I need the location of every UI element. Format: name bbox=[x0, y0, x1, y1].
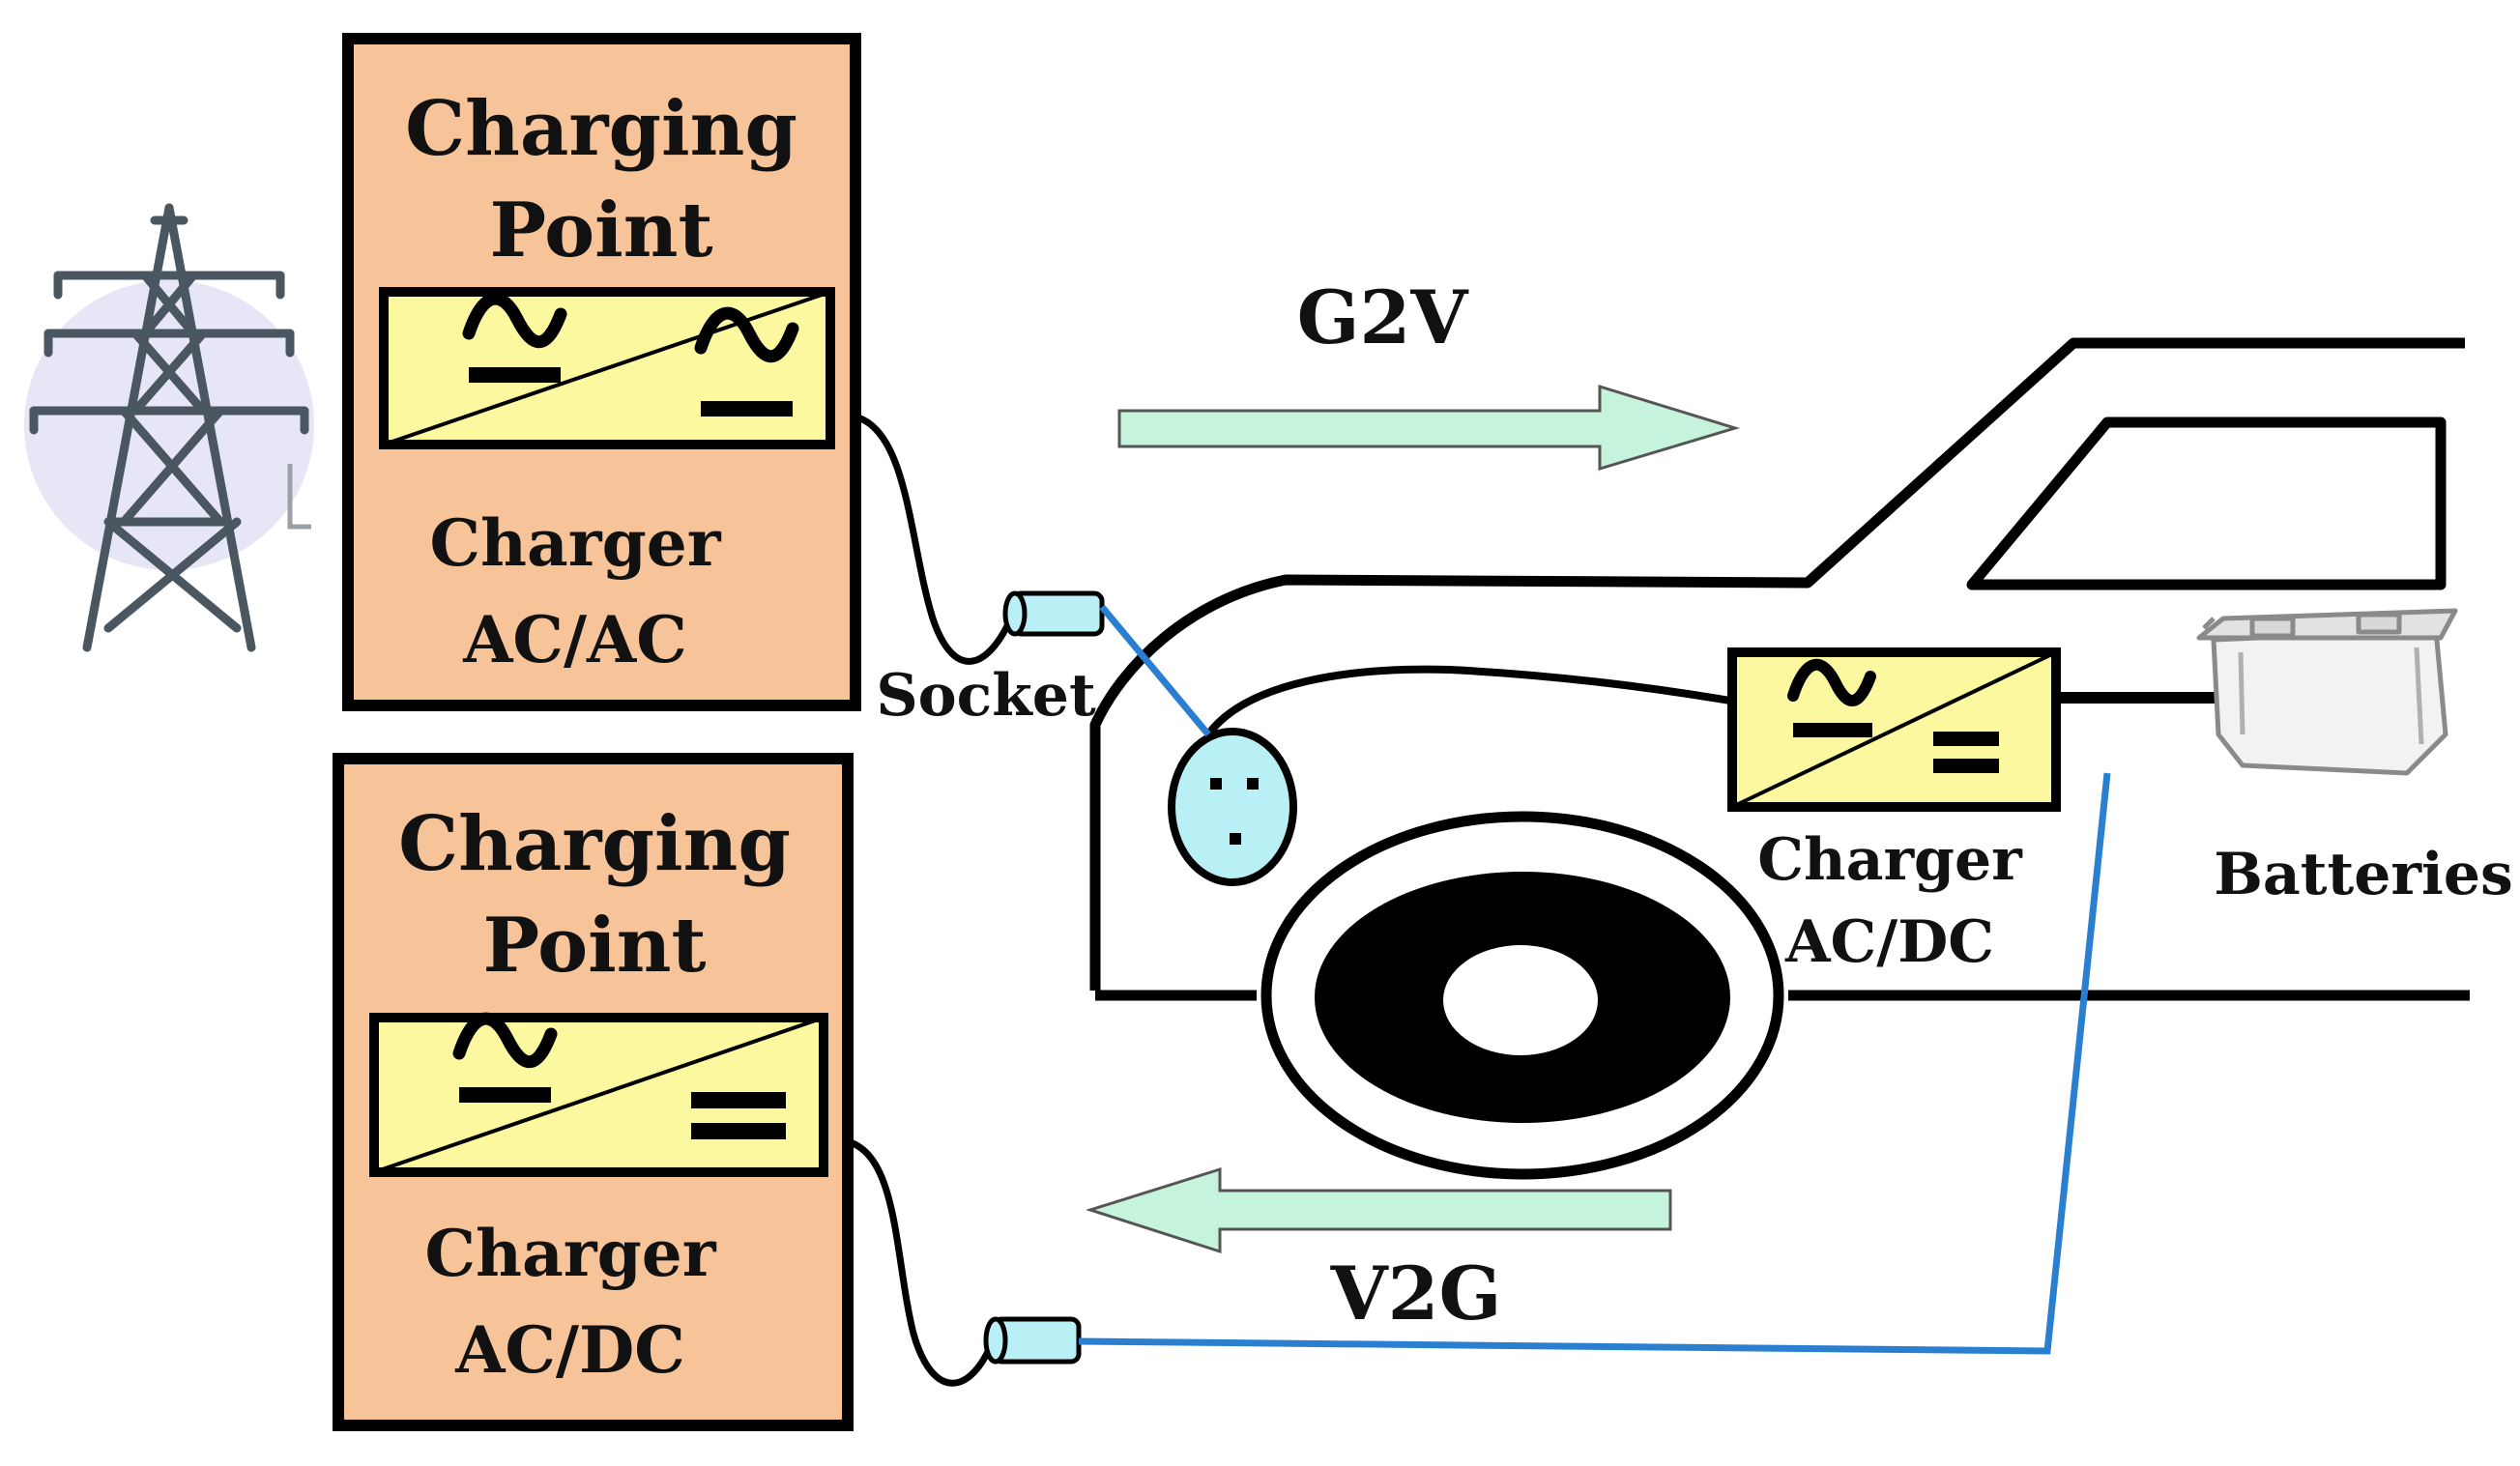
charging-point-dc-title-2: Point bbox=[483, 902, 707, 990]
charging-point-dc-title-1: Charging bbox=[398, 800, 791, 888]
dc-cable bbox=[842, 1136, 998, 1387]
dc-plug-icon bbox=[983, 1316, 1082, 1365]
vehicle-inlet-icon bbox=[1168, 728, 1297, 886]
g2v-arrow bbox=[1117, 384, 1741, 472]
ac-plug-icon bbox=[1002, 590, 1105, 637]
charging-point-ac-title-2: Point bbox=[490, 187, 713, 274]
charging-point-ac-title-1: Charging bbox=[405, 85, 797, 173]
charging-point-dc: Charging Point Charger AC/DC bbox=[333, 753, 854, 1431]
batteries-label: Batteries bbox=[2214, 841, 2513, 908]
charging-point-ac: Charging Point Charger AC/AC bbox=[342, 33, 861, 711]
charging-point-dc-charger-1: Charger bbox=[425, 1216, 717, 1291]
v2g-label: V2G bbox=[1330, 1250, 1502, 1337]
power-tower-icon bbox=[24, 203, 314, 652]
car-outline bbox=[1089, 337, 2470, 1001]
onboard-charger-label-1: Charger bbox=[1757, 826, 2023, 894]
charging-point-ac-charger-1: Charger bbox=[430, 505, 722, 581]
ac-blue-cable bbox=[1099, 604, 1211, 737]
socket-label: Socket bbox=[876, 662, 1096, 730]
charging-point-ac-charger-2: AC/AC bbox=[462, 602, 687, 677]
ac-dc-converter-icon bbox=[369, 1012, 828, 1177]
g2v-label: G2V bbox=[1297, 274, 1470, 360]
ac-ac-converter-icon bbox=[379, 287, 835, 449]
onboard-charger-icon bbox=[1727, 647, 2061, 812]
onboard-charger-label-2: AC/DC bbox=[1784, 908, 1994, 976]
inlet-to-charger-wire bbox=[1204, 665, 1731, 737]
v2g-arrow bbox=[1086, 1166, 1672, 1254]
wheel-icon bbox=[1260, 811, 1784, 1180]
battery-icon bbox=[2196, 608, 2458, 776]
ac-cable bbox=[850, 412, 1017, 665]
charging-point-dc-charger-2: AC/DC bbox=[454, 1312, 685, 1388]
dc-blue-cable bbox=[1078, 772, 2111, 1355]
